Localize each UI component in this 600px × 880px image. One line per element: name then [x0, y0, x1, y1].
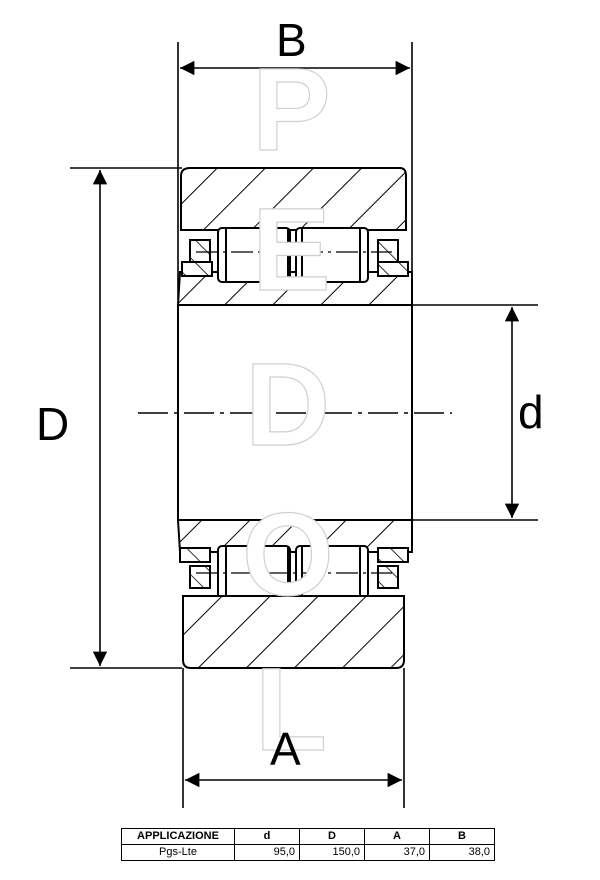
header-D: D — [299, 828, 365, 845]
extension-lines — [70, 42, 538, 808]
roller-top — [181, 227, 409, 283]
watermark-letter-2: E — [252, 184, 331, 316]
inner-ring-bottom — [176, 519, 413, 553]
header-d: d — [234, 828, 300, 845]
dim-label-B: B — [276, 14, 307, 66]
cell-D: 150,0 — [299, 844, 365, 861]
header-applicazione: APPLICAZIONE — [121, 828, 235, 845]
dim-label-A: A — [270, 723, 301, 775]
cell-applicazione: Pgs-Lte — [121, 844, 235, 861]
watermark-letter-3: D — [245, 339, 330, 471]
spec-table: APPLICAZIONE d D A B Pgs-Lte 95,0 150,0 … — [121, 828, 495, 861]
spec-table-row: Pgs-Lte 95,0 150,0 37,0 38,0 — [121, 844, 495, 861]
spec-table-header: APPLICAZIONE d D A B — [121, 828, 495, 845]
outer-ring-top — [180, 167, 407, 231]
bearing-drawing: P E D O L B D d A — [36, 14, 544, 808]
header-A: A — [364, 828, 430, 845]
outer-ring-bottom — [182, 595, 405, 669]
watermark-letter-1: P — [252, 44, 331, 176]
dim-label-d: d — [518, 386, 544, 438]
watermark-letter-5: L — [255, 644, 327, 776]
dim-label-D: D — [36, 398, 69, 450]
dimension-lines — [92, 60, 520, 788]
watermark: P E D O L — [241, 43, 334, 776]
roller-bottom — [179, 545, 409, 601]
cell-B: 38,0 — [429, 844, 495, 861]
cell-A: 37,0 — [364, 844, 430, 861]
cell-d: 95,0 — [234, 844, 300, 861]
watermark-letter-4: O — [242, 489, 334, 621]
header-B: B — [429, 828, 495, 845]
